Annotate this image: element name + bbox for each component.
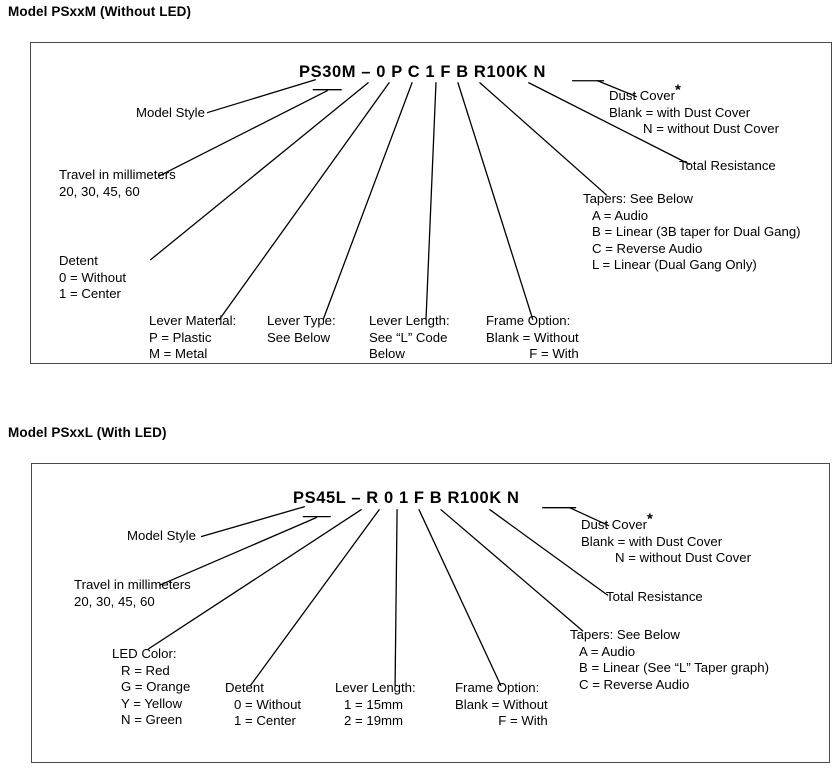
label-dust-cover-psxxl: Dust Cover* Blank = with Dust Cover N = … bbox=[581, 512, 751, 567]
dust-cover-line-1: Blank = with Dust Cover bbox=[609, 104, 751, 120]
diagram-box-psxxl: PS45L – R 0 1 F B R100K N Model Style Tr… bbox=[31, 463, 830, 763]
label-detent-psxxm: Detent 0 = Without 1 = Center bbox=[59, 253, 126, 303]
detent-line-1: Detent bbox=[59, 253, 98, 268]
frame-option-line-2: Blank = Without bbox=[486, 329, 579, 345]
frame-option-line-1: Frame Option: bbox=[486, 313, 571, 328]
tapers-line-2: A = Audio bbox=[592, 207, 649, 223]
dust-cover-2-title: Dust Cover bbox=[581, 517, 647, 532]
label-lever-length-psxxm: Lever Length: See “L” Code Below bbox=[369, 313, 450, 363]
detent-2-line-2: 0 = Without bbox=[234, 696, 302, 712]
section-title-psxxm: Model PSxxM (Without LED) bbox=[8, 4, 192, 19]
tapers-line-1: Tapers: See Below bbox=[583, 191, 693, 206]
label-travel-psxxm: Travel in millimeters 20, 30, 45, 60 bbox=[59, 167, 176, 200]
lever-length-line-3: Below bbox=[369, 346, 405, 361]
part-number-psxxm: PS30M – 0 P C 1 F B R100K N bbox=[299, 63, 546, 81]
model-style-text: Model Style bbox=[136, 105, 205, 120]
led-color-line-1: LED Color: bbox=[112, 646, 177, 661]
lever-material-line-3: M = Metal bbox=[149, 346, 208, 361]
label-dust-cover-psxxm: Dust Cover* Blank = with Dust Cover N = … bbox=[609, 83, 779, 138]
total-resistance-text-2: Total Resistance bbox=[606, 589, 703, 604]
led-color-line-2: R = Red bbox=[121, 662, 170, 678]
diagram-box-psxxm: PS30M – 0 P C 1 F B R100K N Model Style … bbox=[30, 42, 832, 364]
label-model-style-psxxm: Model Style bbox=[136, 105, 205, 122]
lever-type-line-1: Lever Type: bbox=[267, 313, 336, 328]
label-frame-option-psxxm: Frame Option: Blank = Without F = With bbox=[486, 313, 579, 363]
label-tapers-psxxl: Tapers: See Below A = Audio B = Linear (… bbox=[570, 627, 769, 693]
total-resistance-text: Total Resistance bbox=[679, 158, 776, 173]
dust-cover-line-2: N = without Dust Cover bbox=[643, 121, 779, 136]
dust-cover-2-line-1: Blank = with Dust Cover bbox=[581, 533, 723, 549]
lever-type-line-2: See Below bbox=[267, 329, 331, 345]
frame-option-2-line-1: Frame Option: bbox=[455, 680, 540, 695]
lever-length-line-1: Lever Length: bbox=[369, 313, 450, 328]
frame-option-2-line-2: Blank = Without bbox=[455, 696, 548, 712]
detent-2-line-1: Detent bbox=[225, 680, 264, 695]
label-detent-psxxl: Detent 0 = Without 1 = Center bbox=[225, 680, 301, 730]
lever-length-2-line-2: 1 = 15mm bbox=[344, 696, 404, 712]
detent-line-2: 0 = Without bbox=[59, 269, 127, 285]
frame-option-2-line-3: F = With bbox=[498, 713, 548, 728]
tapers-2-line-3: B = Linear (See “L” Taper graph) bbox=[579, 660, 769, 675]
label-total-resistance-psxxm: Total Resistance bbox=[679, 158, 776, 175]
led-color-line-3: G = Orange bbox=[121, 679, 191, 694]
label-total-resistance-psxxl: Total Resistance bbox=[606, 589, 703, 606]
tapers-2-line-1: Tapers: See Below bbox=[570, 627, 680, 642]
travel-2-line-2: 20, 30, 45, 60 bbox=[74, 593, 155, 609]
tapers-line-3: B = Linear (3B taper for Dual Gang) bbox=[592, 224, 801, 239]
label-model-style-psxxl: Model Style bbox=[127, 528, 196, 545]
model-style-text-2: Model Style bbox=[127, 528, 196, 543]
travel-2-line-1: Travel in millimeters bbox=[74, 577, 191, 592]
dust-cover-title: Dust Cover bbox=[609, 88, 675, 103]
frame-option-line-3: F = With bbox=[529, 346, 579, 361]
dust-cover-2-line-2: N = without Dust Cover bbox=[615, 550, 751, 565]
tapers-line-4: C = Reverse Audio bbox=[592, 240, 703, 256]
detent-line-3: 1 = Center bbox=[59, 286, 121, 301]
label-travel-psxxl: Travel in millimeters 20, 30, 45, 60 bbox=[74, 577, 191, 610]
lever-length-2-line-3: 2 = 19mm bbox=[344, 713, 404, 728]
dust-cover-2-asterisk: * bbox=[646, 510, 653, 528]
label-lever-type-psxxm: Lever Type: See Below bbox=[267, 313, 336, 346]
dust-cover-title-row: Dust Cover* bbox=[609, 83, 779, 105]
lever-material-line-1: Lever Material: bbox=[149, 313, 237, 328]
label-lever-length-psxxl: Lever Length: 1 = 15mm 2 = 19mm bbox=[335, 680, 416, 730]
label-led-color-psxxl: LED Color: R = Red G = Orange Y = Yellow… bbox=[112, 646, 190, 729]
dust-cover-2-title-row: Dust Cover* bbox=[581, 512, 751, 534]
tapers-2-line-4: C = Reverse Audio bbox=[579, 676, 690, 692]
lever-length-2-line-1: Lever Length: bbox=[335, 680, 416, 695]
label-lever-material-psxxm: Lever Material: P = Plastic M = Metal bbox=[149, 313, 236, 363]
part-number-psxxl: PS45L – R 0 1 F B R100K N bbox=[293, 489, 520, 507]
travel-line-1: Travel in millimeters bbox=[59, 167, 176, 182]
tapers-line-5: L = Linear (Dual Gang Only) bbox=[592, 257, 757, 272]
lever-length-line-2: See “L” Code bbox=[369, 329, 448, 345]
detent-2-line-3: 1 = Center bbox=[234, 713, 296, 728]
led-color-line-4: Y = Yellow bbox=[121, 695, 182, 711]
lever-material-line-2: P = Plastic bbox=[149, 329, 212, 345]
tapers-2-line-2: A = Audio bbox=[579, 643, 636, 659]
travel-line-2: 20, 30, 45, 60 bbox=[59, 183, 140, 199]
section-title-psxxl: Model PSxxL (With LED) bbox=[8, 425, 167, 440]
led-color-line-5: N = Green bbox=[121, 712, 183, 727]
label-frame-option-psxxl: Frame Option: Blank = Without F = With bbox=[455, 680, 548, 730]
label-tapers-psxxm: Tapers: See Below A = Audio B = Linear (… bbox=[583, 191, 801, 274]
dust-cover-asterisk: * bbox=[674, 81, 681, 99]
